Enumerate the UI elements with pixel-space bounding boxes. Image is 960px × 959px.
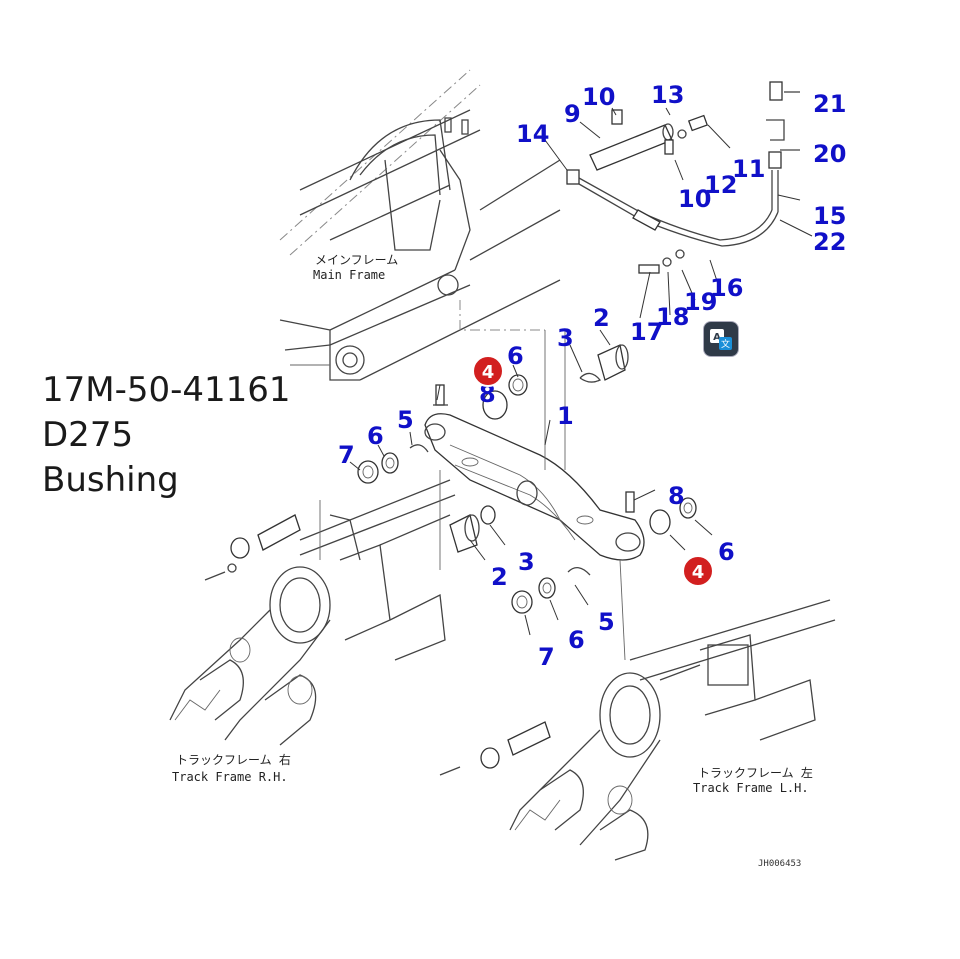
equalizer-bar [424, 413, 645, 561]
callout-9[interactable]: 9 [564, 100, 581, 128]
callout-5[interactable]: 5 [598, 608, 615, 636]
callout-7[interactable]: 7 [338, 441, 355, 469]
callout-18[interactable]: 18 [656, 303, 689, 331]
svg-text:A: A [713, 332, 721, 343]
track-frame-rh-label-jp: トラックフレーム 右 [176, 752, 291, 767]
part-number: 17M-50-41161 [42, 370, 291, 410]
badge-4-label: 4 [692, 562, 705, 583]
callout-6[interactable]: 6 [718, 538, 735, 566]
track-frame-rh-label-en: Track Frame R.H. [172, 770, 288, 784]
callout-22[interactable]: 22 [813, 228, 846, 256]
callout-20[interactable]: 20 [813, 140, 846, 168]
callout-7[interactable]: 7 [538, 643, 555, 671]
main-frame-label-en: Main Frame [313, 268, 385, 282]
main-frame-drawing [279, 69, 561, 381]
callout-5[interactable]: 5 [397, 406, 414, 434]
badge-4-label: 4 [482, 362, 495, 383]
callout-17[interactable]: 17 [630, 318, 663, 346]
callout-16[interactable]: 16 [710, 274, 743, 302]
part-name: Bushing [42, 460, 179, 500]
callout-15[interactable]: 15 [813, 202, 846, 230]
callout-6[interactable]: 6 [507, 342, 524, 370]
highlight-badge-4-top[interactable]: 4 [472, 355, 504, 387]
callout-12[interactable]: 12 [704, 171, 737, 199]
callout-leaders [349, 107, 813, 636]
callout-numbers: 1 2 2 3 3 5 5 6 6 6 6 7 7 8 8 9 10 10 11… [338, 81, 846, 671]
callout-6[interactable]: 6 [367, 422, 384, 450]
callout-1[interactable]: 1 [557, 402, 574, 430]
track-frame-lh-label-en: Track Frame L.H. [693, 781, 809, 795]
callout-21[interactable]: 21 [813, 90, 846, 118]
main-frame-label-jp: メインフレーム [315, 253, 398, 267]
track-frame-lh-drawing [439, 599, 836, 861]
callout-13[interactable]: 13 [651, 81, 684, 109]
callout-2[interactable]: 2 [593, 304, 610, 332]
callout-10[interactable]: 10 [678, 185, 711, 213]
callout-8[interactable]: 8 [668, 482, 685, 510]
track-frame-rh-drawing [169, 479, 456, 746]
callout-3[interactable]: 3 [557, 324, 574, 352]
translate-icon[interactable]: A 文 [704, 322, 738, 356]
guide-lines [319, 330, 626, 661]
callout-3[interactable]: 3 [518, 548, 535, 576]
bar-hardware [357, 344, 697, 614]
callout-6[interactable]: 6 [568, 626, 585, 654]
highlight-badge-4-bottom[interactable]: 4 [682, 555, 714, 587]
pin-hose-assembly [566, 81, 800, 274]
track-frame-lh-label-jp: トラックフレーム 左 [698, 765, 813, 780]
machine-model: D275 [42, 415, 134, 455]
svg-text:文: 文 [721, 338, 730, 350]
callout-10[interactable]: 10 [582, 83, 615, 111]
callout-2[interactable]: 2 [491, 563, 508, 591]
callout-19[interactable]: 19 [684, 288, 717, 316]
callout-14[interactable]: 14 [516, 120, 549, 148]
callout-8[interactable]: 8 [479, 380, 496, 408]
callout-11[interactable]: 11 [732, 155, 765, 183]
drawing-code: JH006453 [758, 859, 801, 869]
part-info: 17M-50-41161 D275 Bushing [42, 368, 291, 503]
